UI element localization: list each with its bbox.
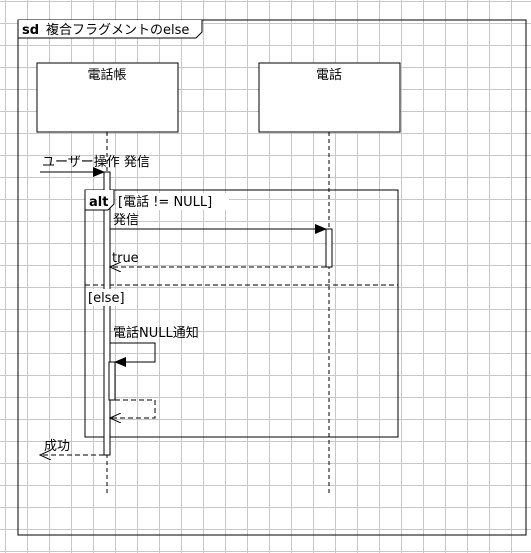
message-lost-label: 成功 [44,439,70,454]
guard2-bg [87,289,127,306]
message-self-call-arrow[interactable] [110,342,156,367]
alt-fragment[interactable] [84,189,399,438]
activation-phonebook[interactable] [103,171,111,456]
message-self-reply-arrow[interactable] [110,399,156,418]
sd-frame [17,19,527,536]
sd-keyword: sd [22,23,39,38]
guard2-text: [else] [88,291,125,306]
guard1-bg [117,193,229,210]
message-found-label: ユーザー操作 発信 [42,154,150,170]
sd-frame-tab [17,20,203,39]
activation-phone[interactable] [325,228,333,268]
message-self-call-label: 電話NULL通知 [113,325,199,341]
guard1-text: [電話 != NULL] [118,194,212,210]
lifeline-label-phonebook: 電話帳 [87,67,126,83]
alt-operator-label: alt [89,195,108,210]
alt-operator-tab [84,190,115,211]
lifeline-label-phone: 電話 [316,67,342,83]
sd-title: 複合フラグメントのelse [46,22,189,38]
lifeline-head-phonebook[interactable] [36,62,179,133]
activation-self-call[interactable] [108,361,116,401]
message-reply-true-label: true [112,251,139,266]
message-call-label: 発信 [113,213,139,228]
